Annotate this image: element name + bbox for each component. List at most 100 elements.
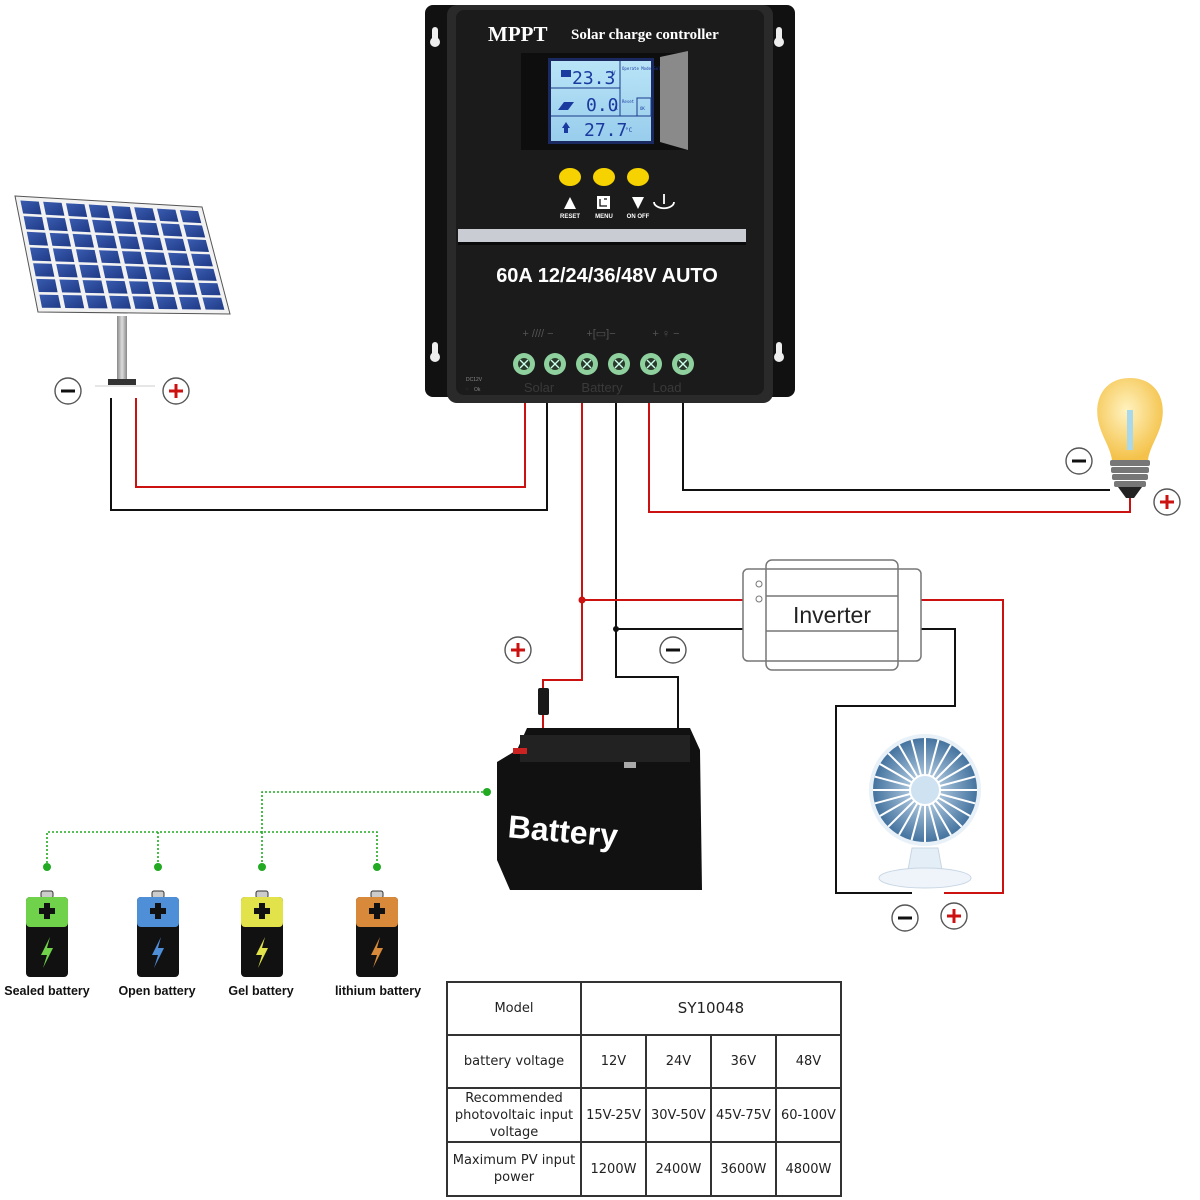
solar-positive-terminal[interactable] (513, 353, 535, 375)
solar-cell (56, 264, 78, 278)
menu-button[interactable] (593, 168, 615, 186)
mounting-hole-icon (430, 27, 784, 362)
solar-cell (137, 222, 160, 236)
up-triangle-icon (564, 197, 576, 209)
plus-icon (162, 377, 190, 405)
lcd-ok-text: OK (640, 106, 645, 111)
solar-cell (148, 266, 171, 280)
controller-title: Solar charge controller (571, 27, 719, 43)
battery-negative-wire (615, 400, 679, 730)
solar-negative-wire (110, 398, 548, 511)
charge-controller: MPPT Solar charge controller 23.3 V 0.0 … (425, 5, 795, 403)
solar-cell (76, 249, 98, 263)
load-negative-terminal[interactable] (672, 353, 694, 375)
table-cell: 3600W (709, 1141, 777, 1197)
solar-cell (109, 295, 131, 309)
terminal-label-solar: Solar (524, 380, 555, 395)
load-terminal-symbol: + ♀ − (652, 328, 679, 340)
table-row: battery voltage 12V 24V 36V 48V (446, 1034, 843, 1089)
minus-icon (891, 904, 919, 932)
on-off-button[interactable] (627, 168, 649, 186)
row-label: Recommended photovoltaic input voltage (446, 1087, 582, 1143)
fan-spoke (934, 799, 963, 828)
solar-cell (198, 282, 221, 296)
fan-spoke (934, 752, 963, 781)
fan-negative-wire (835, 628, 956, 894)
table-row: Maximum PV input power 1200W 2400W 3600W… (446, 1141, 843, 1197)
menu-icon (597, 196, 610, 209)
table-cell: 15V-25V (580, 1087, 647, 1143)
solar-cell (46, 217, 68, 232)
solar-cell (179, 210, 202, 224)
battery-negative-terminal[interactable] (608, 353, 630, 375)
solar-icon (558, 102, 574, 110)
solar-cell (52, 248, 75, 262)
fan-positive-wire (918, 599, 1004, 894)
table-cell: 30V-50V (644, 1087, 712, 1143)
solar-cell (79, 264, 101, 278)
fan-spoke (910, 739, 923, 776)
solar-cell (111, 205, 133, 220)
inverter: Inverter (742, 559, 922, 671)
fan-spoke (931, 744, 952, 778)
table-cell: 36V (709, 1034, 777, 1089)
minus-icon (1065, 447, 1093, 475)
reset-button[interactable] (559, 168, 581, 186)
solar-cell (59, 279, 81, 293)
link-dot (483, 788, 491, 796)
lcd-temperature: 27.7 (584, 120, 627, 141)
solar-cell (202, 297, 225, 310)
fan-spoke (898, 802, 919, 836)
battery-positive-post (513, 748, 527, 754)
plus-icon (504, 636, 532, 664)
solar-cell (164, 238, 186, 252)
fan-spoke (939, 792, 976, 805)
on-off-label: ON OFF (627, 214, 650, 220)
fan-spoke (927, 804, 940, 841)
battery-type-label: lithium battery (334, 984, 422, 998)
solar-cell (141, 237, 163, 251)
battery-icon (561, 70, 571, 77)
solar-cell (43, 201, 65, 216)
load-positive-terminal[interactable] (640, 353, 662, 375)
fan-spoke (879, 796, 913, 817)
battery: Battery (497, 728, 702, 890)
solar-panel-pole (117, 316, 127, 379)
lcd-mode-text: Operate Mode Select (622, 66, 668, 71)
polarity-symbols (54, 377, 1181, 932)
table-cell: 12V (580, 1034, 647, 1089)
battery-terminal-symbol: +[▭]− (586, 328, 615, 340)
solar-cell (129, 281, 151, 294)
battery-negative-post (624, 762, 636, 768)
solar-cell (62, 295, 85, 309)
solar-negative-terminal[interactable] (544, 353, 566, 375)
solar-positive-wire (135, 398, 526, 488)
fan-spoke (887, 799, 916, 828)
solar-cell (118, 236, 140, 250)
solar-cell (33, 263, 55, 277)
battery-positive-terminal[interactable] (576, 353, 598, 375)
battery-type-label: Open battery (118, 984, 196, 998)
link-dot (373, 863, 381, 871)
spec-table: Model SY10048 battery voltage 12V 24V 36… (446, 981, 843, 1197)
solar-cell (29, 247, 52, 262)
table-cell: 1200W (580, 1141, 647, 1197)
fan-icon (869, 734, 981, 889)
solar-cell (85, 295, 108, 309)
terminals (513, 353, 694, 375)
corner-text: Ok (474, 387, 481, 393)
lcd-current-unit: A (614, 105, 618, 112)
row-label: Maximum PV input power (446, 1141, 582, 1197)
model-label: Model (446, 981, 582, 1036)
solar-cell (49, 232, 71, 247)
load-negative-wire (682, 400, 1110, 491)
solar-terminal-symbol: + //// − (522, 328, 553, 340)
table-cell: 2400W (644, 1141, 712, 1197)
fan-spoke (887, 752, 916, 781)
minus-icon (659, 636, 687, 664)
solar-cell (179, 297, 202, 310)
link-dot (154, 863, 162, 871)
table-cell: 45V-75V (709, 1087, 777, 1143)
fuse (538, 688, 549, 715)
